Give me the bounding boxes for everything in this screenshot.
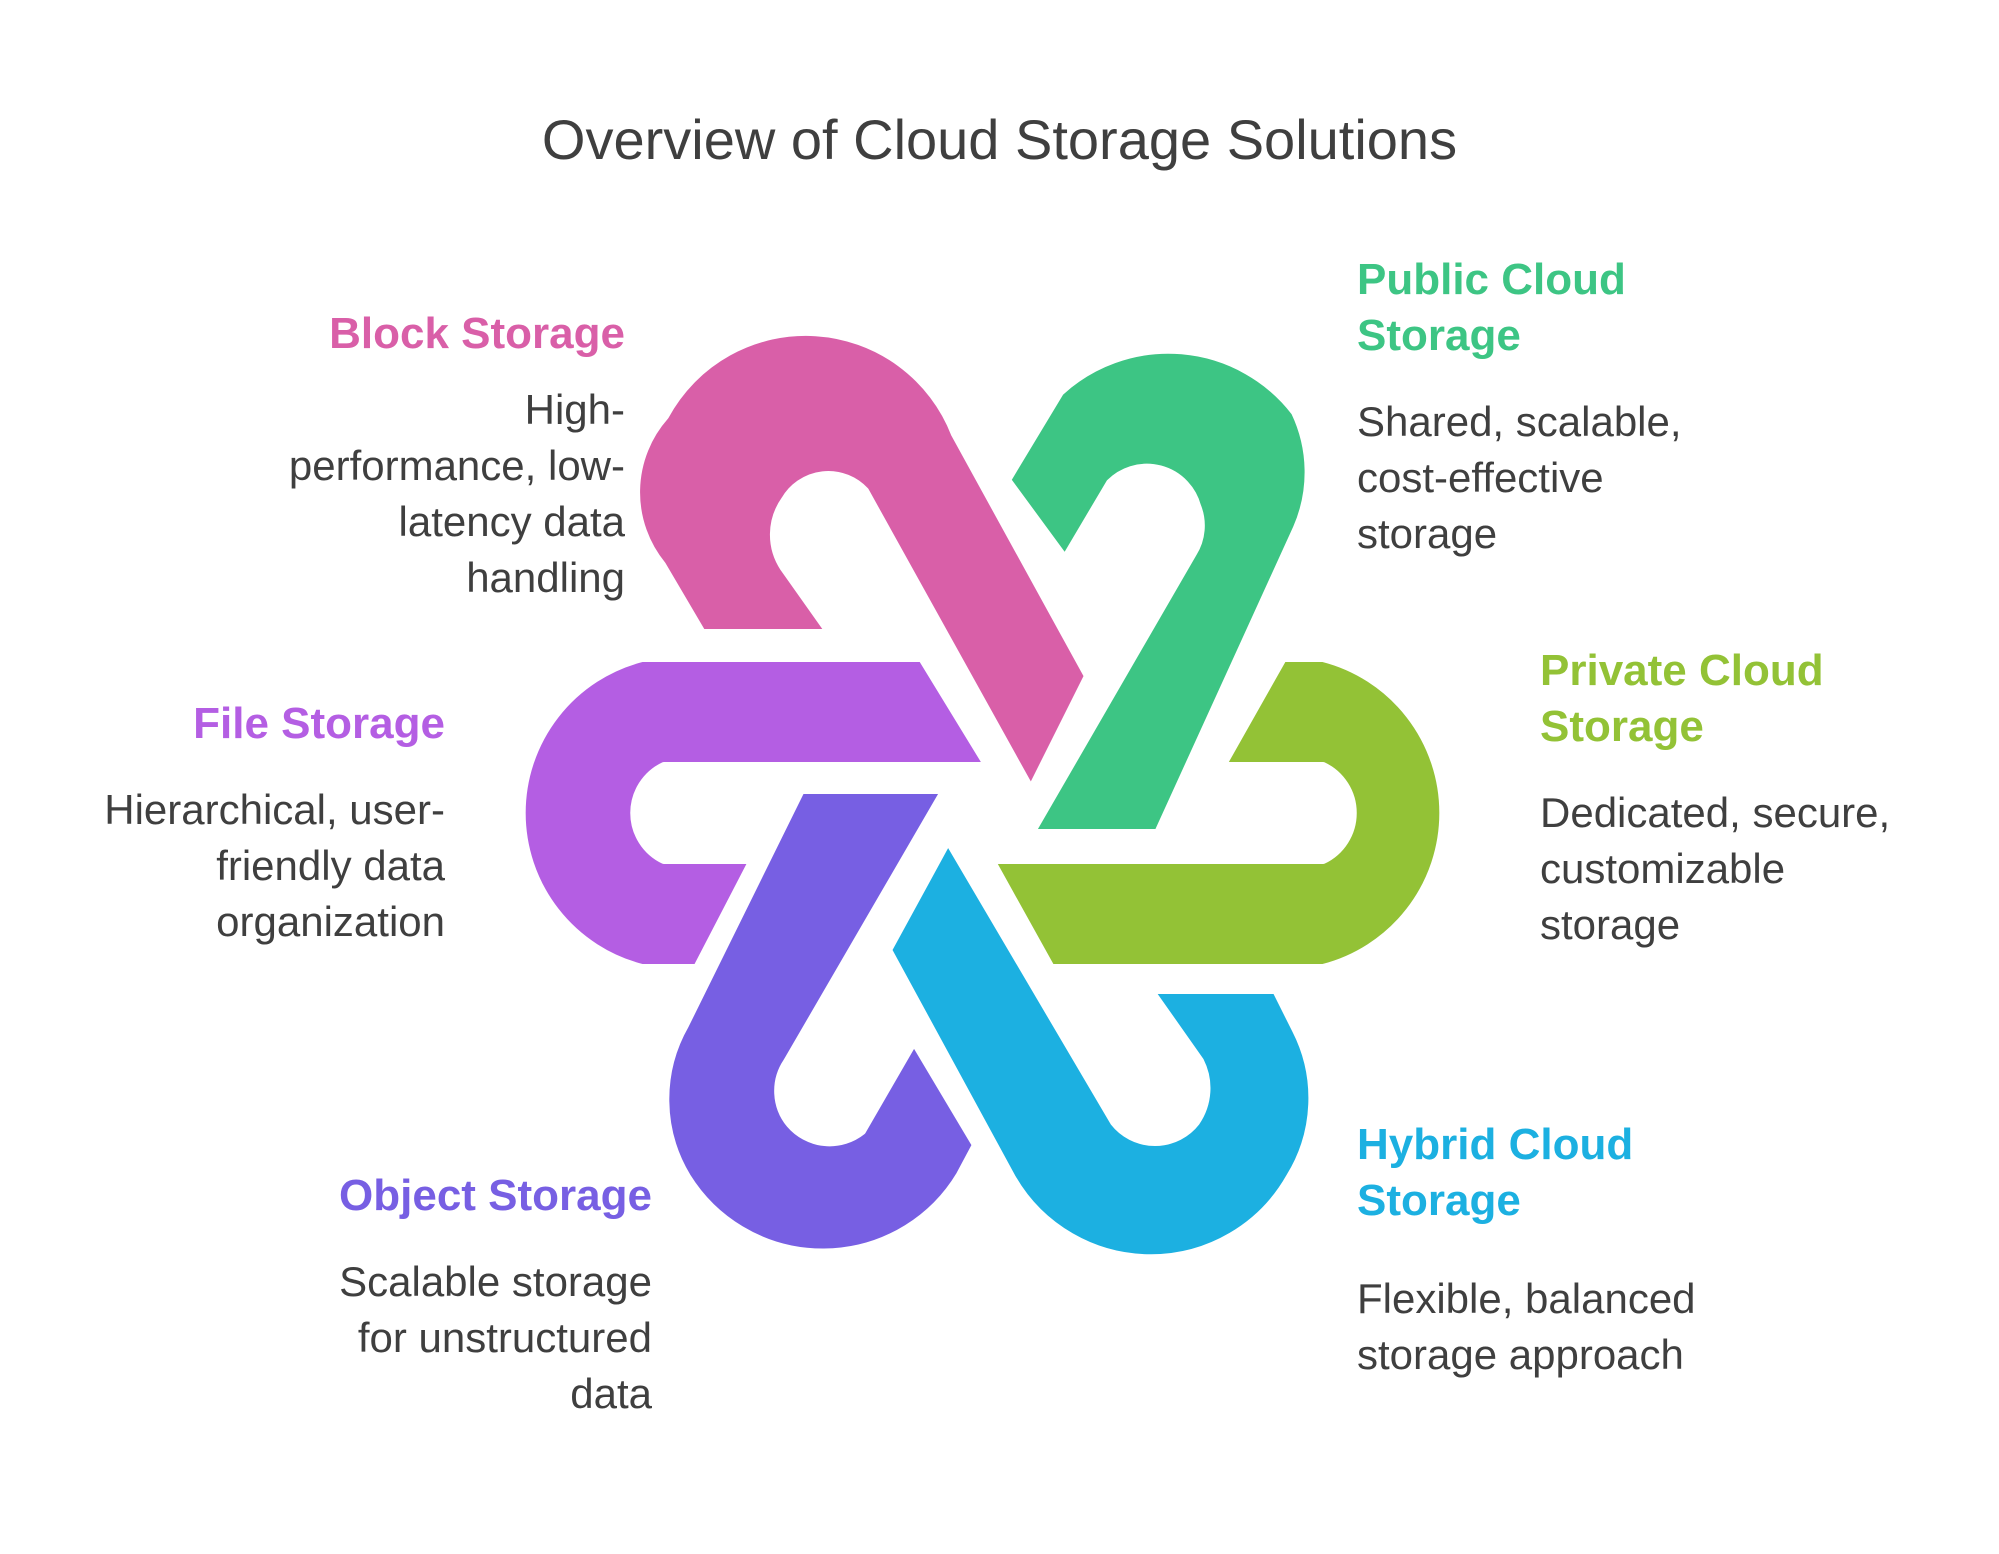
desc-line: storage approach: [1357, 1331, 1684, 1378]
file-storage-label: File Storage Hierarchical, user- friendl…: [25, 696, 445, 950]
desc-line: High-: [524, 386, 625, 433]
desc-line: Flexible, balanced: [1357, 1275, 1696, 1322]
hybrid-cloud-description: Flexible, balanced storage approach: [1357, 1271, 1777, 1383]
loop-private-cloud: [987, 654, 1448, 972]
private-cloud-description: Dedicated, secure, customizable storage: [1540, 785, 1960, 953]
desc-line: customizable: [1540, 845, 1786, 892]
public-cloud-heading: Public Cloud Storage: [1357, 252, 1777, 364]
desc-line: performance, low-: [288, 442, 625, 489]
heading-line: Storage: [1357, 1176, 1521, 1225]
desc-line: organization: [216, 898, 445, 945]
desc-line: Dedicated, secure,: [1540, 789, 1891, 836]
heading-line: Storage: [1540, 702, 1704, 751]
private-cloud-label: Private Cloud Storage Dedicated, secure,…: [1540, 643, 1960, 953]
desc-line: data: [570, 1370, 652, 1417]
block-storage-heading: Block Storage: [329, 309, 625, 358]
block-storage-label: Block Storage High- performance, low- la…: [205, 306, 625, 606]
desc-line: friendly data: [216, 842, 445, 889]
loop-hybrid-cloud: [884, 836, 1317, 1263]
desc-line: Shared, scalable,: [1357, 398, 1682, 445]
object-storage-description: Scalable storage for unstructured data: [232, 1254, 652, 1422]
block-storage-description: High- performance, low- latency data han…: [205, 382, 625, 606]
hybrid-cloud-label: Hybrid Cloud Storage Flexible, balanced …: [1357, 1117, 1777, 1383]
diagram-title: Overview of Cloud Storage Solutions: [541, 108, 1458, 171]
desc-line: Scalable storage: [339, 1258, 652, 1305]
heading-line: Private Cloud: [1540, 646, 1824, 695]
heading-line: Storage: [1357, 311, 1521, 360]
desc-line: handling: [466, 554, 625, 601]
desc-line: for unstructured: [357, 1314, 652, 1361]
loop-file-storage: [517, 654, 992, 972]
heading-line: Hybrid Cloud: [1357, 1120, 1634, 1169]
desc-line: storage: [1540, 901, 1681, 948]
private-cloud-heading: Private Cloud Storage: [1540, 643, 1960, 755]
loop-block-storage: [632, 327, 1092, 794]
object-storage-heading: Object Storage: [339, 1171, 652, 1220]
loop-object-storage: [661, 786, 980, 1257]
desc-line: storage: [1357, 510, 1498, 557]
desc-line: Hierarchical, user-: [104, 786, 445, 833]
desc-line: latency data: [398, 498, 626, 545]
object-storage-label: Object Storage Scalable storage for unst…: [232, 1168, 652, 1422]
desc-line: cost-effective: [1357, 454, 1604, 501]
heading-line: Public Cloud: [1357, 255, 1626, 304]
hybrid-cloud-heading: Hybrid Cloud Storage: [1357, 1117, 1777, 1229]
loop-public-cloud: [1003, 345, 1313, 837]
public-cloud-label: Public Cloud Storage Shared, scalable, c…: [1357, 252, 1777, 562]
file-storage-heading: File Storage: [193, 699, 445, 748]
public-cloud-description: Shared, scalable, cost-effective storage: [1357, 394, 1777, 562]
file-storage-description: Hierarchical, user- friendly data organi…: [25, 782, 445, 950]
